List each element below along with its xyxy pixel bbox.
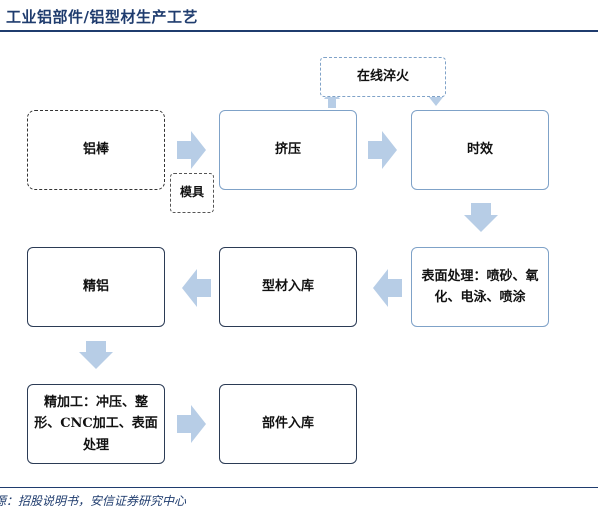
node-label: 挤压 <box>274 142 301 158</box>
footer-divider <box>0 487 598 488</box>
node-label: 型材入库 <box>261 279 314 295</box>
source-note: 源：招股说明书，安信证券研究中心 <box>0 494 187 508</box>
node-label: 在线淬火 <box>356 69 409 85</box>
arrow-down-icon <box>79 341 113 369</box>
node-label: 时效 <box>466 142 493 158</box>
node-label: 铝棒 <box>82 142 109 158</box>
node-online-quench: 在线淬火 <box>320 57 446 97</box>
node-extrusion: 挤压 <box>219 110 357 190</box>
arrow-down-icon <box>464 203 498 232</box>
title-divider <box>0 30 598 32</box>
arrow-right-icon <box>177 131 206 169</box>
arrow-left-icon <box>182 269 211 307</box>
page-title: 工业铝部件/铝型材生产工艺 <box>6 8 198 26</box>
node-label: 精铝 <box>82 279 109 295</box>
arrow-right-icon <box>177 405 206 443</box>
arrow-right-icon <box>368 131 397 169</box>
node-surface-treatment: 表面处理：喷砂、氧化、电泳、喷涂 <box>411 247 549 327</box>
node-label: 精加工：冲压、整形、CNC加工、表面处理 <box>34 394 158 453</box>
node-mold: 模具 <box>170 173 214 213</box>
arrow-up-icon <box>324 89 340 108</box>
arrow-left-icon <box>373 269 402 307</box>
node-finishing: 精加工：冲压、整形、CNC加工、表面处理 <box>27 384 165 464</box>
node-profile-storage: 型材入库 <box>219 247 357 327</box>
node-parts-storage: 部件入库 <box>219 384 357 464</box>
node-label: 模具 <box>179 185 204 200</box>
node-aluminum-rod: 铝棒 <box>27 110 165 190</box>
node-fine-aluminum: 精铝 <box>27 247 165 327</box>
node-label: 部件入库 <box>261 416 314 432</box>
node-aging: 时效 <box>411 110 549 190</box>
node-label: 表面处理：喷砂、氧化、电泳、喷涂 <box>421 268 539 305</box>
